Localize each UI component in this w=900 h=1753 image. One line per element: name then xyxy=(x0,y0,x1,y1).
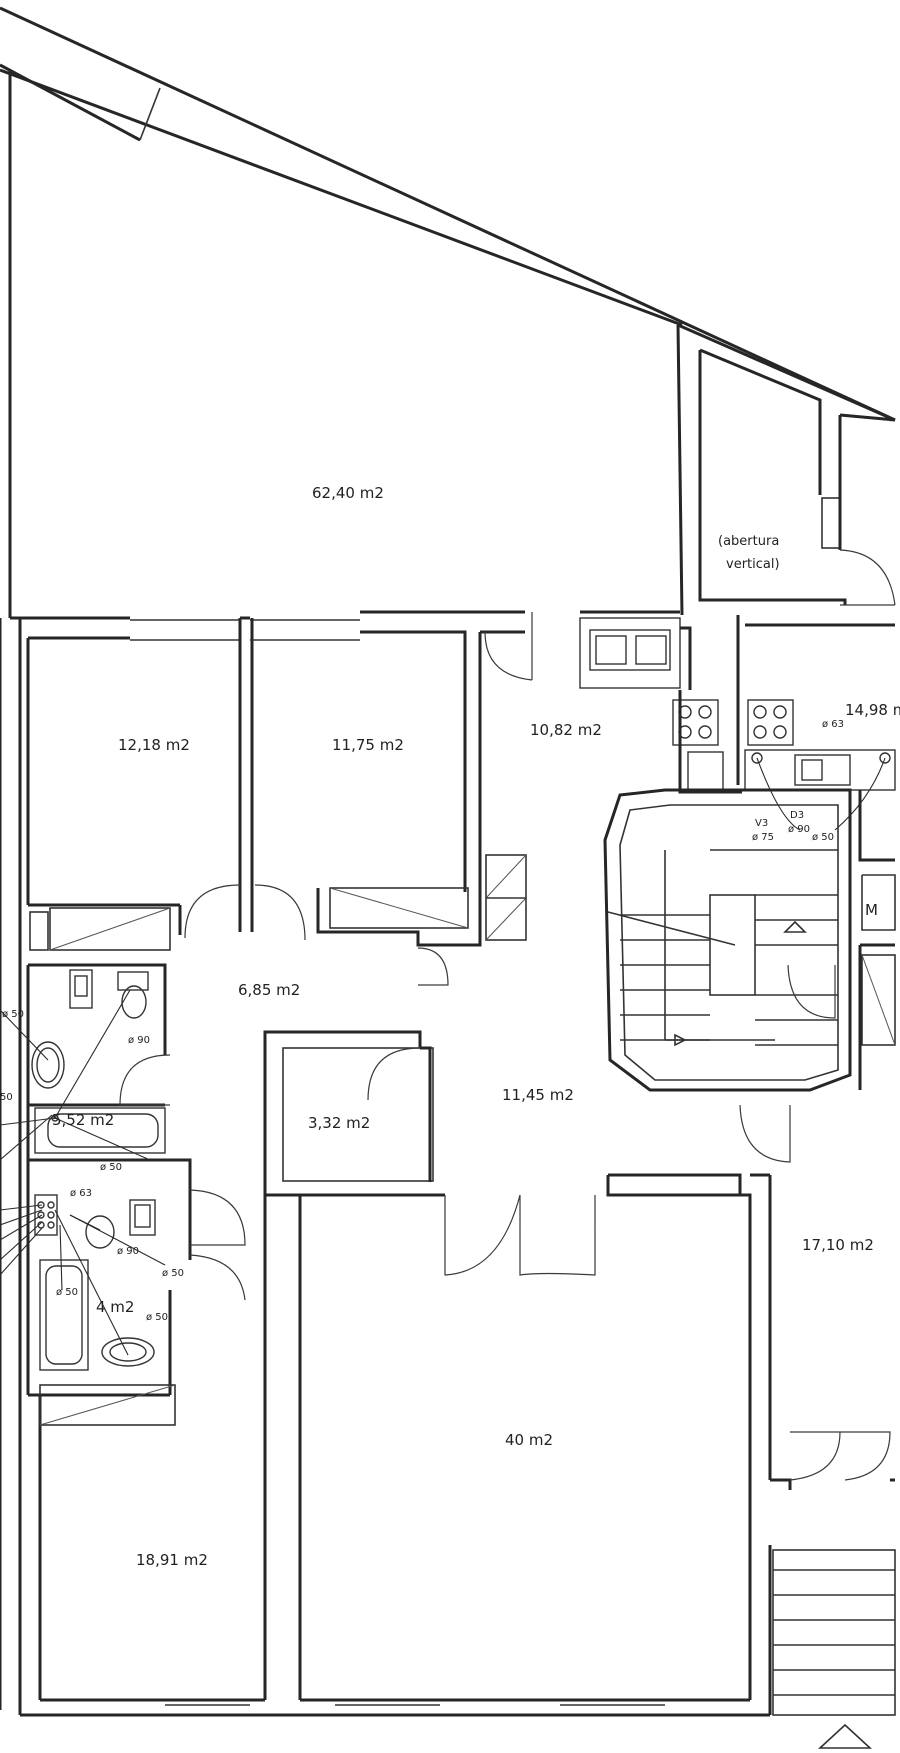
room-large-north xyxy=(10,323,896,621)
pipe-label-50-d: ø 50 xyxy=(162,1268,184,1279)
room-label-large-north: 62,40 m2 xyxy=(312,484,384,502)
room-right-lower xyxy=(770,1431,896,1749)
room-label-storage: 3,32 m2 xyxy=(308,1114,370,1132)
pipe-label-90-a: ø 90 xyxy=(128,1035,150,1046)
room-label-bedroom-south: 18,91 m2 xyxy=(136,1551,208,1569)
interior-walls-lower xyxy=(38,884,772,1706)
room-label-bedroom-middle: 11,75 m2 xyxy=(332,736,404,754)
room-label-living: 40 m2 xyxy=(505,1431,553,1449)
room-label-corridor: 11,45 m2 xyxy=(502,1086,574,1104)
pipe-label-50-g: ø 50 xyxy=(812,832,834,843)
room-label-bedroom-left: 12,18 m2 xyxy=(118,736,190,754)
room-label-kitchen-right: 14,98 m xyxy=(845,701,900,719)
room-label-room-right: 17,10 m2 xyxy=(802,1236,874,1254)
pipe-label-50-f: ø 50 xyxy=(146,1312,168,1323)
pipe-label-d3: D3 xyxy=(790,810,804,821)
pipe-label-50-e: ø 50 xyxy=(56,1287,78,1298)
pipe-label-90-c: ø 90 xyxy=(788,824,810,835)
pipe-labels: ø 50 ø 90 50 ø 50 ø 63 ø 90 ø 50 ø 50 ø … xyxy=(0,719,844,1323)
pipe-label-50-a: ø 50 xyxy=(2,1009,24,1020)
room-label-hall: 6,85 m2 xyxy=(238,981,300,999)
outer-walls xyxy=(0,6,896,1717)
room-label-kitchen: 10,82 m2 xyxy=(530,721,602,739)
bathrooms xyxy=(0,963,246,1397)
room-kitchen-right xyxy=(736,615,896,1090)
pipe-label-63-a: ø 63 xyxy=(70,1188,92,1199)
pipe-label-63-b: ø 63 xyxy=(822,719,844,730)
pipe-label-50-c: 50 xyxy=(0,1092,13,1103)
pipe-label-75: ø 75 xyxy=(752,832,774,843)
room-label-bathroom: 5,52 m2 xyxy=(52,1111,114,1129)
meter-tag: M xyxy=(865,901,878,919)
pipe-label-90-b: ø 90 xyxy=(117,1246,139,1257)
room-vertical-opening xyxy=(698,348,896,606)
opening-note-line2: vertical) xyxy=(726,557,780,572)
stair-core xyxy=(603,788,852,1163)
opening-note-line1: (abertura xyxy=(718,534,779,549)
interior-walls-upper xyxy=(26,612,742,951)
room-label-bathroom-small: 4 m2 xyxy=(96,1298,134,1316)
pipe-label-v3: V3 xyxy=(755,818,768,829)
room-labels: 62,40 m2 12,18 m2 11,75 m2 10,82 m2 14,9… xyxy=(52,484,900,1569)
pipe-label-50-b: ø 50 xyxy=(100,1162,122,1173)
